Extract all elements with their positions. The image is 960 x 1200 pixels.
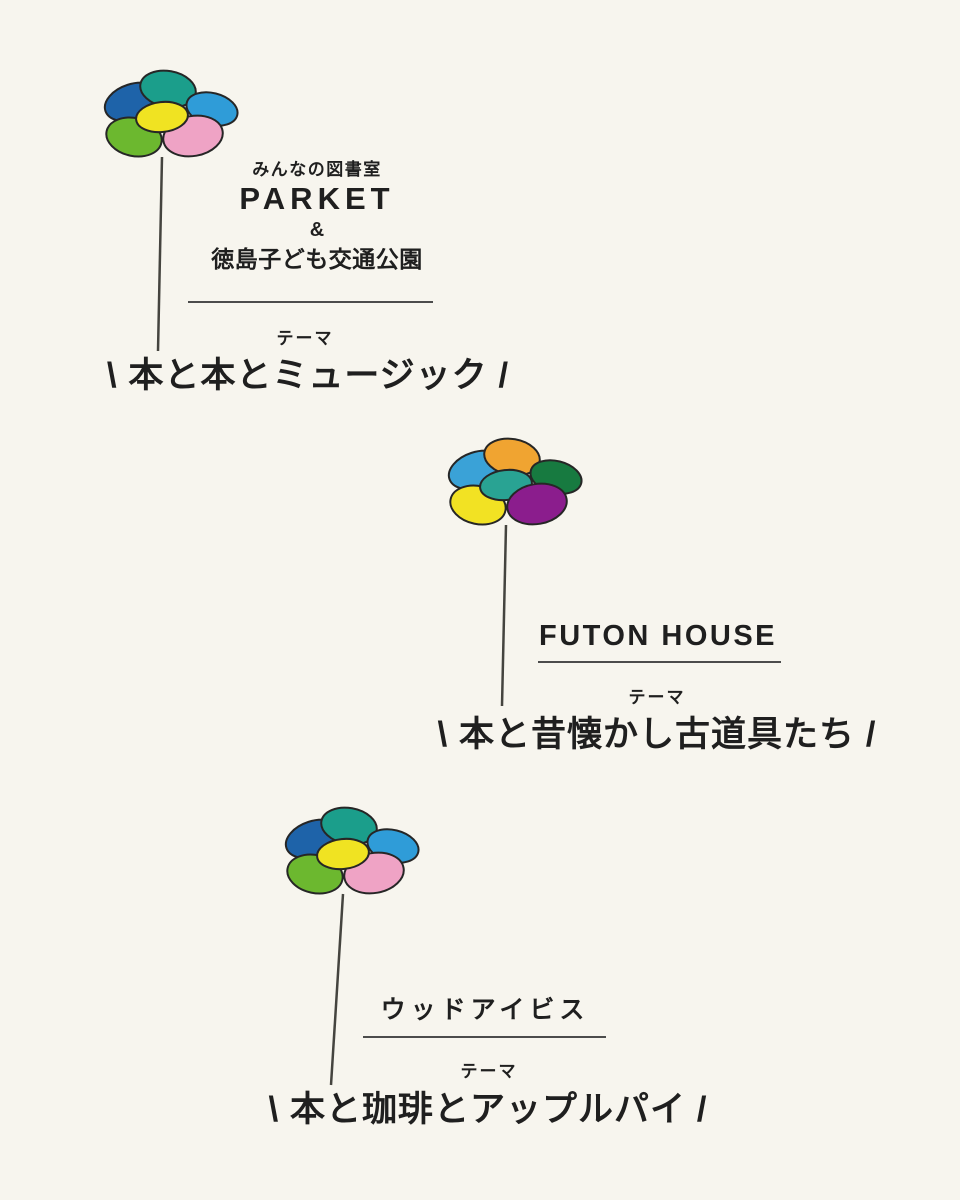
theme-text: \ 本と昔懐かし古道具たち / — [437, 715, 877, 754]
venue-name-2: 徳島子ども交通公園 — [211, 246, 423, 272]
flower-stem — [156, 156, 164, 352]
divider-line — [363, 1036, 606, 1038]
flower-stem — [329, 893, 345, 1086]
theme-text: \ 本と本とミュージック / — [106, 356, 510, 395]
venue-block-parket: みんなの図書室 PARKET & 徳島子ども交通公園 — [211, 159, 423, 275]
flower-center — [316, 837, 370, 871]
flower-stem — [500, 524, 508, 707]
flower-center — [135, 100, 189, 134]
divider-line — [538, 661, 781, 663]
venue-block-wood-ibis: ウッドアイビス — [380, 996, 590, 1024]
divider-line — [188, 301, 433, 303]
pinwheel-flower-icon — [284, 806, 420, 1086]
venue-name: PARKET — [239, 181, 395, 216]
theme-text: \ 本と珈琲とアップルパイ / — [268, 1090, 708, 1129]
theme-label: テーマ — [460, 1062, 518, 1081]
pinwheel-flower-icon — [103, 69, 239, 352]
theme-label: テーマ — [628, 688, 686, 707]
petal-bottom-right — [506, 482, 568, 526]
theme-label: テーマ — [276, 329, 334, 348]
venue-block-futon-house: FUTON HOUSE — [538, 620, 778, 652]
pinwheel-flower-icon — [447, 437, 583, 707]
venue-subtitle: みんなの図書室 — [252, 160, 382, 179]
ampersand: & — [309, 219, 325, 241]
